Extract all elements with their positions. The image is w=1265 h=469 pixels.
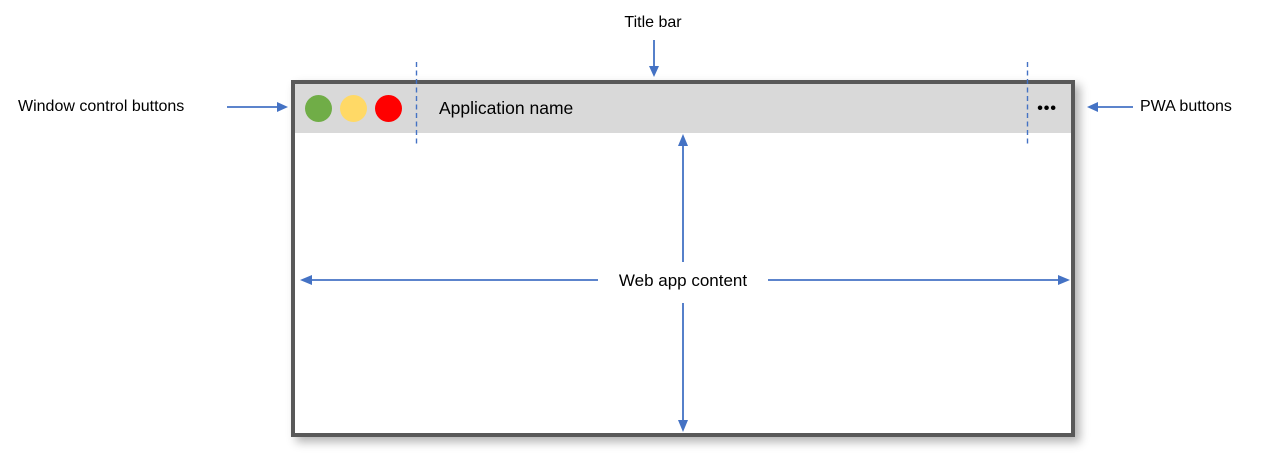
application-name-text: Application name (439, 98, 574, 118)
title-bar-label: Title bar (624, 14, 682, 31)
title-bar-arrow (649, 40, 659, 77)
title-bar: Application name ••• (295, 84, 1071, 133)
window-controls-label: Window control buttons (18, 98, 185, 115)
app-window: Application name ••• (291, 80, 1075, 437)
window-control-button-yellow (340, 95, 367, 122)
pwa-buttons-arrow (1087, 102, 1133, 112)
window-control-button-green (305, 95, 332, 122)
pwa-ellipsis-icon: ••• (1037, 99, 1057, 117)
window-control-button-red (375, 95, 402, 122)
pwa-buttons-label: PWA buttons (1140, 98, 1232, 115)
web-app-content-label: Web app content (618, 271, 748, 290)
window-controls-arrow (227, 102, 288, 112)
